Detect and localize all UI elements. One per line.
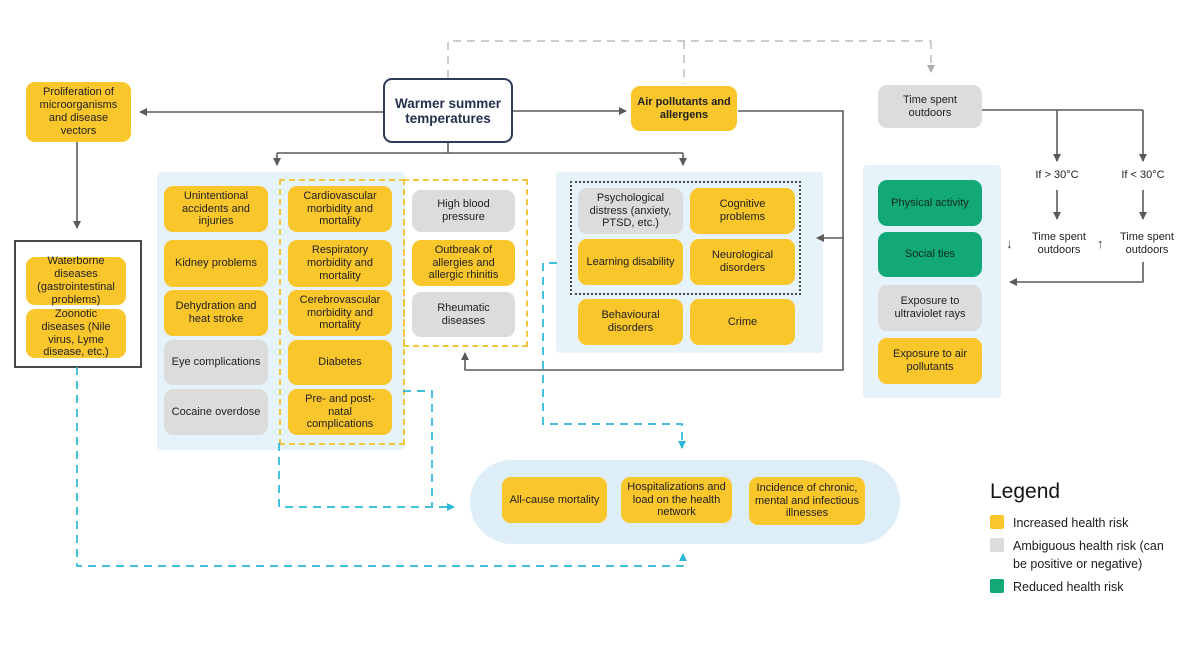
label-more-time-outdoors: Time spent outdoors bbox=[1119, 231, 1174, 257]
node-allergies-rhinitis: Outbreak of allergies and allergic rhini… bbox=[412, 240, 515, 286]
legend-label: Ambiguous health risk (can be positive o… bbox=[1013, 539, 1164, 572]
node-crime: Crime bbox=[690, 299, 795, 345]
node-all-cause-mortality: All-cause mortality bbox=[502, 477, 607, 523]
label-less-time-outdoors: Time spent outdoors bbox=[1031, 231, 1086, 257]
node-proliferation: Proliferation of microorganisms and dise… bbox=[26, 82, 131, 142]
node-waterborne-diseases: Waterborne diseases (gastrointestinal pr… bbox=[26, 255, 126, 306]
node-incidence-illnesses: Incidence of chronic, mental and infecti… bbox=[749, 477, 865, 525]
node-physical-activity: Physical activity bbox=[878, 180, 982, 226]
ambiguous-risk-swatch bbox=[990, 538, 1004, 553]
legend-title: Legend bbox=[990, 480, 1061, 503]
legend-label: Reduced health risk bbox=[1013, 580, 1124, 595]
legend-label: Increased health risk bbox=[1013, 516, 1129, 530]
node-cognitive-problems: Cognitive problems bbox=[690, 188, 795, 234]
node-behavioural-disorders: Behavioural disorders bbox=[578, 299, 683, 345]
node-prenatal-complications: Pre- and post-natal complications bbox=[288, 389, 392, 435]
increased-risk-swatch bbox=[990, 515, 1004, 529]
node-cerebrovascular: Cerebrovascular morbidity and mortality bbox=[288, 290, 392, 336]
node-psychological-distress: Psychological distress (anxiety, PTSD, e… bbox=[578, 188, 683, 234]
node-kidney-problems: Kidney problems bbox=[164, 240, 268, 287]
label-if-below-30: If < 30°C bbox=[1121, 169, 1165, 181]
node-dehydration-heat-stroke: Dehydration and heat stroke bbox=[164, 290, 268, 336]
node-zoonotic-diseases: Zoonotic diseases (Nile virus, Lyme dise… bbox=[26, 308, 126, 358]
node-cardiovascular: Cardiovascular morbidity and mortality bbox=[288, 186, 392, 232]
node-hospitalizations: Hospitalizations and load on the health … bbox=[621, 477, 732, 523]
decrease-arrow-icon: ↓ bbox=[1006, 236, 1013, 251]
node-respiratory: Respiratory morbidity and mortality bbox=[288, 240, 392, 287]
node-air-pollutant-exposure: Exposure to air pollutants bbox=[878, 338, 982, 384]
node-high-blood-pressure: High blood pressure bbox=[412, 190, 515, 232]
node-uv-exposure: Exposure to ultraviolet rays bbox=[878, 285, 982, 331]
legend-item-ambiguous: Ambiguous health risk (can be positive o… bbox=[990, 537, 1190, 573]
node-cocaine-overdose: Cocaine overdose bbox=[164, 389, 268, 435]
legend-item-reduced: Reduced health risk bbox=[990, 578, 1190, 596]
node-warmer-summer-temperatures: Warmer summer temperatures bbox=[383, 78, 513, 143]
node-social-ties: Social ties bbox=[878, 232, 982, 277]
node-rheumatic-diseases: Rheumatic diseases bbox=[412, 292, 515, 337]
node-air-pollutants: Air pollutants and allergens bbox=[631, 86, 737, 131]
node-unintentional-accidents: Unintentional accidents and injuries bbox=[164, 186, 268, 232]
node-learning-disability: Learning disability bbox=[578, 239, 683, 285]
node-eye-complications: Eye complications bbox=[164, 340, 268, 385]
reduced-risk-swatch bbox=[990, 579, 1004, 594]
node-diabetes: Diabetes bbox=[288, 340, 392, 385]
legend-item-increased: Increased health risk bbox=[990, 514, 1190, 532]
node-time-spent-outdoors: Time spent outdoors bbox=[878, 85, 982, 128]
node-neurological-disorders: Neurological disorders bbox=[690, 239, 795, 285]
label-if-above-30: If > 30°C bbox=[1035, 169, 1079, 181]
legend: Legend Increased health risk Ambiguous h… bbox=[990, 480, 1190, 602]
increase-arrow-icon: ↑ bbox=[1097, 236, 1104, 251]
